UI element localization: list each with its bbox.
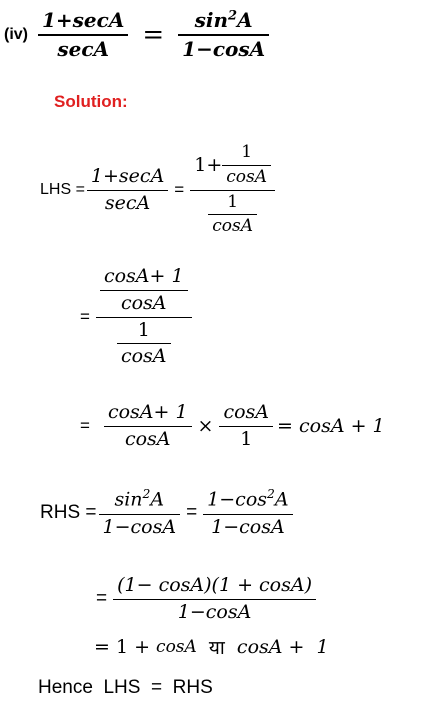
rhs2-numerator: 1−cos2A (203, 487, 292, 511)
solution-heading: Solution: (54, 92, 128, 111)
fraction-bar (86, 189, 169, 191)
problem-rhs-fraction: sin2A 1−cosA (178, 8, 270, 61)
rhs-denominator: 1−cosA (102, 515, 177, 538)
rhs-label: RHS = (40, 502, 97, 523)
fraction: cosA+ 1 cosA (103, 400, 192, 451)
step-6-part-d: cosA + 1 (236, 636, 329, 658)
inner-numerator: 1 (227, 191, 239, 212)
complex-numerator: 1+ 1 cosA (190, 143, 275, 187)
denominator: 1 (240, 427, 253, 450)
equals-sign: = (80, 307, 90, 326)
rhs-num-exponent: 2 (228, 8, 238, 24)
inner-numerator: 1 (137, 318, 150, 341)
step-3: = cosA+ 1 cosA × cosA 1 = cosA + 1 (74, 394, 385, 458)
rhs-num-base: sin (194, 8, 229, 32)
lhs-denominator: secA (104, 191, 151, 214)
problem-equals: = (142, 20, 165, 50)
fraction: cosA 1 (219, 400, 274, 451)
problem-rhs-numerator: sin2A (191, 8, 257, 32)
rhs-num-variable: A (150, 488, 165, 511)
stacked-denominator: 1 cosA (113, 318, 175, 369)
conclusion: Hence LHS = RHS (38, 677, 213, 698)
times-sign: × (197, 415, 214, 437)
inner-fraction: 1 cosA (208, 191, 257, 237)
rhs-num-base: sin (114, 488, 143, 511)
step-lhs: LHS = 1+secA secA = 1+ 1 cosA 1 cosA (40, 140, 276, 240)
step-2: = cosA+ 1 cosA 1 cosA (74, 262, 192, 372)
equals-sign: = (174, 180, 185, 199)
rhs-fraction-2: 1−cos2A 1−cosA (203, 487, 293, 538)
fraction: (1− cosA)(1 + cosA) 1−cosA (113, 573, 316, 624)
step-6-part-b: cosA (156, 637, 197, 657)
inner-numerator: 1 (241, 142, 253, 163)
fraction-bar (98, 513, 181, 515)
rhs2-denominator: 1−cosA (211, 515, 285, 538)
denominator: 1−cosA (177, 600, 252, 623)
rhs-fraction: sin2A 1−cosA (98, 487, 181, 538)
stacked-fraction: cosA+ 1 cosA 1 cosA (95, 264, 192, 369)
problem-rhs-denominator: 1−cosA (182, 37, 266, 61)
step-6-part-c: या (196, 637, 237, 659)
complex-fraction: 1+ 1 cosA 1 cosA (190, 143, 276, 237)
fraction-bar (190, 189, 276, 191)
equals-sign: = (96, 588, 108, 609)
inner-denominator: cosA (120, 291, 167, 314)
inner-fraction: cosA+ 1 cosA (99, 264, 188, 315)
numerator: (1− cosA)(1 + cosA) (117, 573, 312, 596)
problem-statement: (iv) 1+secA secA = sin2A 1−cosA (4, 4, 270, 66)
complex-denominator: 1 cosA (204, 191, 261, 237)
fraction-bar (178, 34, 270, 36)
fraction-bar (95, 316, 192, 318)
problem-lhs-denominator: secA (57, 37, 110, 61)
step-3-result: = cosA + 1 (277, 415, 385, 437)
fraction-bar (208, 214, 257, 216)
step-rhs: RHS = sin2A 1−cosA = 1−cos2A 1−cosA (40, 480, 293, 546)
equals-sign: = (80, 416, 90, 435)
fraction-bar (116, 343, 171, 345)
rhs-num-exponent: 2 (142, 487, 151, 502)
inner-denominator: cosA (120, 345, 167, 368)
fraction-bar (99, 289, 188, 291)
rhs2-num-exponent: 2 (267, 487, 275, 502)
inner-fraction: 1 cosA (116, 318, 171, 369)
complex-num-lead: 1+ (194, 153, 223, 176)
inner-denominator: cosA (226, 166, 268, 187)
lhs-numerator: 1+secA (90, 164, 165, 187)
fraction-bar (219, 425, 274, 427)
fraction-bar (222, 164, 272, 166)
numerator: cosA+ 1 (107, 400, 188, 423)
inner-denominator: cosA (212, 216, 253, 237)
step-6: = 1 + cosA या cosA + 1 (94, 632, 329, 662)
fraction-bar (38, 34, 129, 36)
denominator: cosA (124, 427, 171, 450)
rhs2-num-base: 1−cos (207, 488, 268, 511)
numerator: cosA (223, 400, 270, 423)
stacked-numerator: cosA+ 1 cosA (96, 264, 192, 315)
rhs-numerator: sin2A (110, 487, 168, 511)
step-6-part-a: = 1 + (94, 636, 157, 658)
lhs-fraction: 1+secA secA (86, 164, 169, 215)
fraction-bar (203, 513, 293, 515)
inner-fraction: 1 cosA (222, 142, 272, 187)
problem-label: (iv) (4, 26, 28, 43)
fraction-bar (103, 425, 192, 427)
inner-numerator: cosA+ 1 (103, 264, 184, 287)
fraction-bar (113, 598, 316, 600)
problem-lhs-numerator: 1+secA (42, 8, 125, 32)
equals-sign: = (186, 502, 198, 523)
lhs-label: LHS = (40, 181, 85, 198)
rhs2-num-variable: A (274, 488, 289, 511)
problem-lhs-fraction: 1+secA secA (38, 8, 129, 61)
rhs-num-variable: A (237, 8, 253, 32)
step-5: = (1− cosA)(1 + cosA) 1−cosA (90, 566, 316, 632)
